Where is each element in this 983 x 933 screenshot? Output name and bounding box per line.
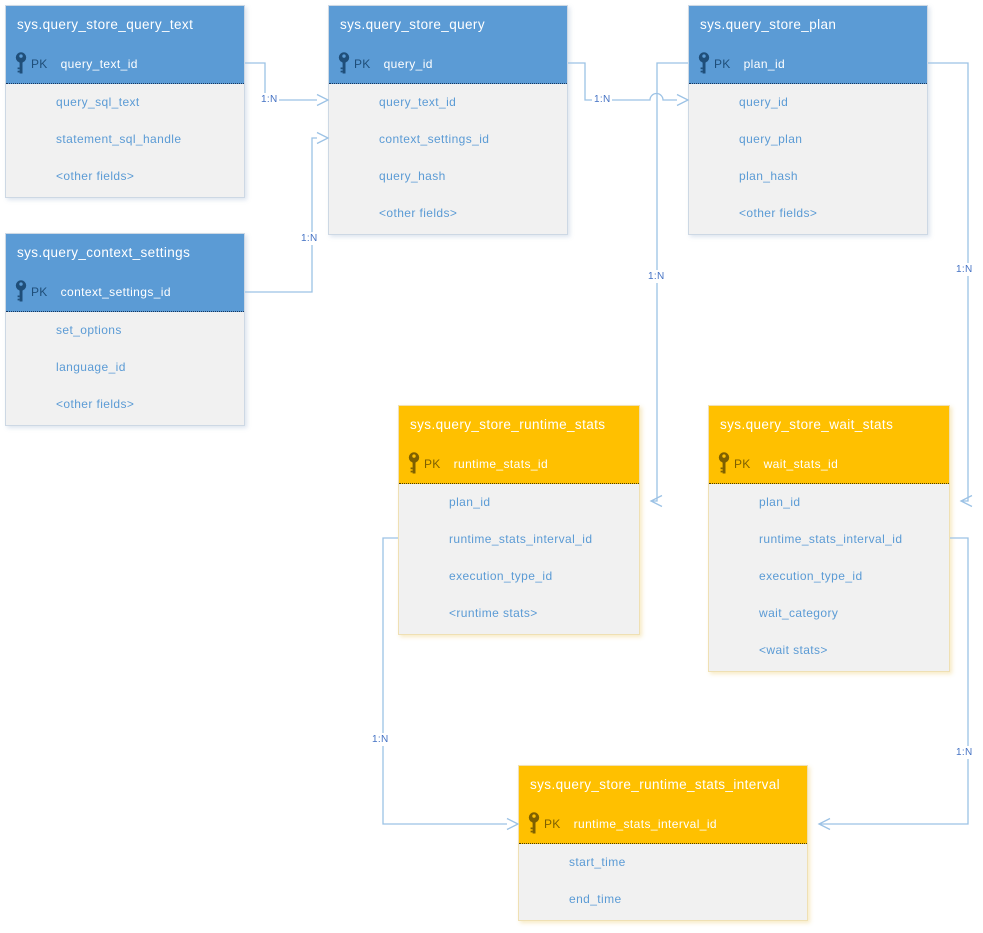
pk-tag: PK xyxy=(544,816,561,831)
pk-row: PK query_text_id xyxy=(6,44,244,84)
field-list: query_id query_plan plan_hash <other fie… xyxy=(689,84,927,234)
entity-title: sys.query_context_settings xyxy=(6,234,244,272)
pk-tag: PK xyxy=(714,56,731,71)
field-row: execution_type_id xyxy=(759,569,863,583)
key-icon xyxy=(528,812,540,834)
field-row: <runtime stats> xyxy=(449,606,538,620)
entity-query-context-settings: sys.query_context_settings PK context_se… xyxy=(5,233,245,426)
field-list: set_options language_id <other fields> xyxy=(6,312,244,425)
key-icon xyxy=(15,280,27,302)
field-row: query_sql_text xyxy=(56,95,140,109)
field-list: plan_id runtime_stats_interval_id execut… xyxy=(709,484,949,671)
field-row: plan_hash xyxy=(739,169,798,183)
pk-row: PK plan_id xyxy=(689,44,927,84)
pk-field-name: query_id xyxy=(383,56,433,71)
pk-tag: PK xyxy=(31,56,48,71)
field-list: query_text_id context_settings_id query_… xyxy=(329,84,567,234)
entity-query-store-plan: sys.query_store_plan PK plan_id query_id… xyxy=(688,5,928,235)
entity-title: sys.query_store_wait_stats xyxy=(709,406,949,444)
pk-tag: PK xyxy=(354,56,371,71)
cardinality-label: 1:N xyxy=(299,232,320,245)
field-list: query_sql_text statement_sql_handle <oth… xyxy=(6,84,244,197)
entity-title: sys.query_store_runtime_stats xyxy=(399,406,639,444)
field-list: start_time end_time xyxy=(519,844,807,920)
cardinality-label: 1:N xyxy=(259,93,280,106)
entity-title: sys.query_store_plan xyxy=(689,6,927,44)
pk-field-name: query_text_id xyxy=(60,56,138,71)
field-row: wait_category xyxy=(759,606,839,620)
key-icon xyxy=(698,52,710,74)
pk-field-name: plan_id xyxy=(743,56,786,71)
pk-row: PK context_settings_id xyxy=(6,272,244,312)
field-row: context_settings_id xyxy=(379,132,490,146)
pk-field-name: runtime_stats_interval_id xyxy=(573,816,718,831)
cardinality-label: 1:N xyxy=(954,746,975,759)
field-row: statement_sql_handle xyxy=(56,132,182,146)
cardinality-label: 1:N xyxy=(954,263,975,276)
field-row: <other fields> xyxy=(56,397,135,411)
connector-plan-to-runtime-stats xyxy=(649,62,688,508)
entity-query-store-runtime-stats: sys.query_store_runtime_stats PK runtime… xyxy=(398,405,640,635)
pk-field-name: wait_stats_id xyxy=(763,456,839,471)
entity-query-store-runtime-stats-interval: sys.query_store_runtime_stats_interval P… xyxy=(518,765,808,921)
key-icon xyxy=(15,52,27,74)
pk-tag: PK xyxy=(424,456,441,471)
pk-row: PK runtime_stats_interval_id xyxy=(519,804,807,844)
entity-title: sys.query_store_query xyxy=(329,6,567,44)
key-icon xyxy=(718,452,730,474)
pk-field-name: context_settings_id xyxy=(60,284,171,299)
field-row: query_id xyxy=(739,95,789,109)
pk-row: PK wait_stats_id xyxy=(709,444,949,484)
field-row: runtime_stats_interval_id xyxy=(759,532,903,546)
field-row: language_id xyxy=(56,360,126,374)
pk-field-name: runtime_stats_id xyxy=(453,456,549,471)
field-row: execution_type_id xyxy=(449,569,553,583)
pk-tag: PK xyxy=(31,284,48,299)
field-row: plan_id xyxy=(449,495,491,509)
entity-query-store-wait-stats: sys.query_store_wait_stats PK wait_stats… xyxy=(708,405,950,672)
key-icon xyxy=(338,52,350,74)
connector-query-to-plan xyxy=(568,62,690,107)
pk-tag: PK xyxy=(734,456,751,471)
field-row: end_time xyxy=(569,892,622,906)
pk-row: PK runtime_stats_id xyxy=(399,444,639,484)
connector-query-text-to-query xyxy=(245,62,330,107)
field-row: query_plan xyxy=(739,132,803,146)
pk-row: PK query_id xyxy=(329,44,567,84)
entity-query-store-query: sys.query_store_query PK query_id query_… xyxy=(328,5,568,235)
field-list: plan_id runtime_stats_interval_id execut… xyxy=(399,484,639,634)
field-row: runtime_stats_interval_id xyxy=(449,532,593,546)
field-row: query_hash xyxy=(379,169,446,183)
field-row: <other fields> xyxy=(739,206,818,220)
field-row: start_time xyxy=(569,855,626,869)
entity-query-store-query-text: sys.query_store_query_text PK query_text… xyxy=(5,5,245,198)
cardinality-label: 1:N xyxy=(370,733,391,746)
field-row: set_options xyxy=(56,323,122,337)
key-icon xyxy=(408,452,420,474)
entity-title: sys.query_store_runtime_stats_interval xyxy=(519,766,807,804)
entity-title: sys.query_store_query_text xyxy=(6,6,244,44)
field-row: <wait stats> xyxy=(759,643,828,657)
connector-context-settings-to-query xyxy=(245,131,330,293)
field-row: <other fields> xyxy=(379,206,458,220)
cardinality-label: 1:N xyxy=(592,93,613,106)
field-row: <other fields> xyxy=(56,169,135,183)
cardinality-label: 1:N xyxy=(646,270,667,283)
field-row: query_text_id xyxy=(379,95,457,109)
field-row: plan_id xyxy=(759,495,801,509)
